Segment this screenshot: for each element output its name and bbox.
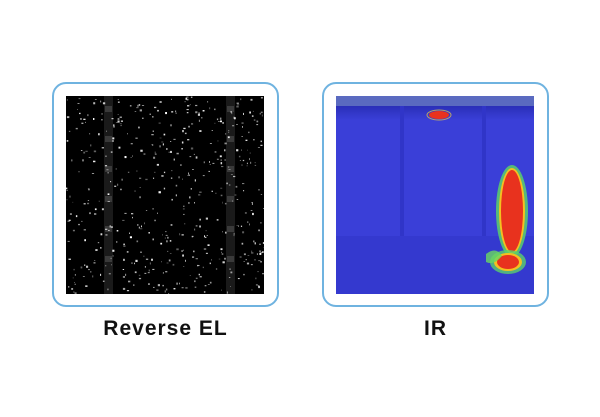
- ir-image: [336, 96, 534, 294]
- reverse-el-image: [66, 96, 264, 294]
- ir-graphic: [336, 96, 534, 294]
- ir-top-hotspot: [429, 111, 449, 119]
- reverse-el-caption: Reverse EL: [103, 317, 228, 340]
- reverse-el-graphic: [66, 96, 264, 294]
- ir-caption: IR: [424, 317, 447, 340]
- ir-right-hotspot: [486, 165, 528, 274]
